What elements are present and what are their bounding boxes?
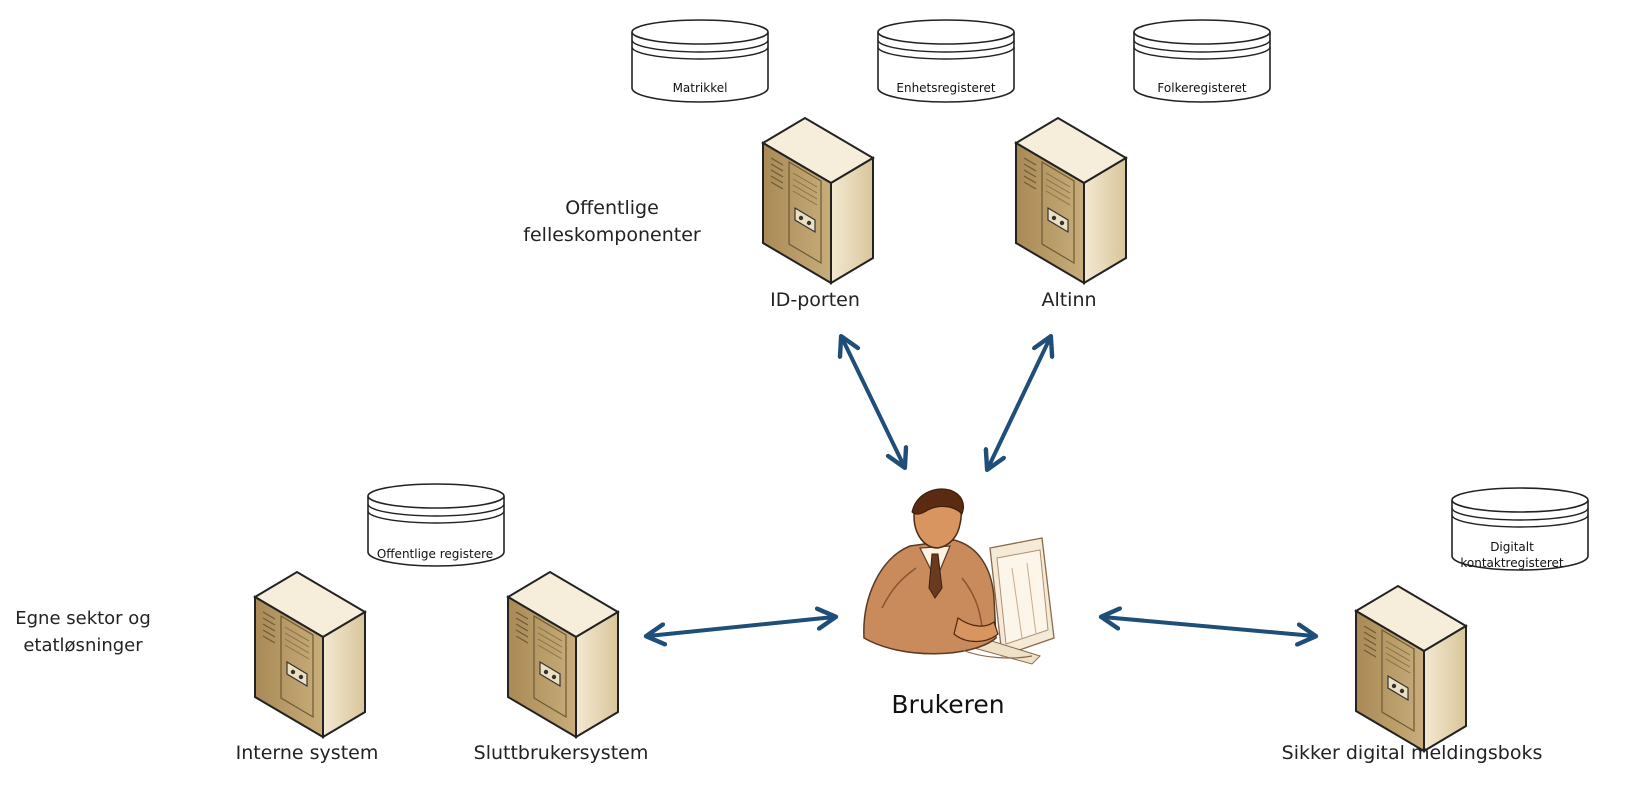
user-label: Brukeren [891,690,1004,719]
group-label-public: Offentlige felleskomponenter [523,197,701,246]
server-altinn-label: Altinn [1041,289,1096,311]
server-id-porten-icon [762,117,874,284]
database-digitalt-kontaktregisteret-label-line2: kontaktregisteret [1460,556,1564,570]
arrow-user-sluttbrukersystem [648,617,834,636]
user-person-icon [863,488,1055,665]
group-label-public-line2: felleskomponenter [523,224,701,246]
server-altinn-icon [1015,117,1127,284]
database-enhetsregisteret-icon: Enhetsregisteret [877,19,1015,103]
database-matrikkel-label: Matrikkel [673,81,728,95]
arrow-user-meldingsboks [1103,617,1314,636]
server-sikker-digital-meldingsboks-label: Sikker digital meldingsboks [1282,742,1543,764]
database-digitalt-kontaktregisteret-icon: Digitalt kontaktregisteret [1451,487,1589,571]
database-matrikkel-icon: Matrikkel [631,19,769,103]
arrow-user-id-porten [842,338,904,466]
server-sluttbrukersystem-icon [507,571,619,738]
group-label-own: Egne sektor og etatløsninger [15,608,151,656]
database-offentlige-registere-icon: Offentlige registere [367,483,505,567]
arrow-user-altinn [988,338,1050,468]
group-label-own-line2: etatløsninger [23,635,143,656]
database-offentlige-registere-label: Offentlige registere [377,547,493,561]
database-enhetsregisteret-label: Enhetsregisteret [896,81,996,95]
database-folkeregisteret-label: Folkeregisteret [1157,81,1246,95]
database-folkeregisteret-icon: Folkeregisteret [1133,19,1271,103]
server-id-porten-label: ID-porten [770,289,860,311]
group-label-own-line1: Egne sektor og [15,608,151,629]
server-sikker-digital-meldingsboks-icon [1355,585,1467,752]
server-interne-system-label: Interne system [236,742,379,764]
group-label-public-line1: Offentlige [565,197,659,219]
server-interne-system-icon [254,571,366,738]
server-sluttbrukersystem-label: Sluttbrukersystem [474,742,649,764]
database-digitalt-kontaktregisteret-label-line1: Digitalt [1490,540,1534,554]
